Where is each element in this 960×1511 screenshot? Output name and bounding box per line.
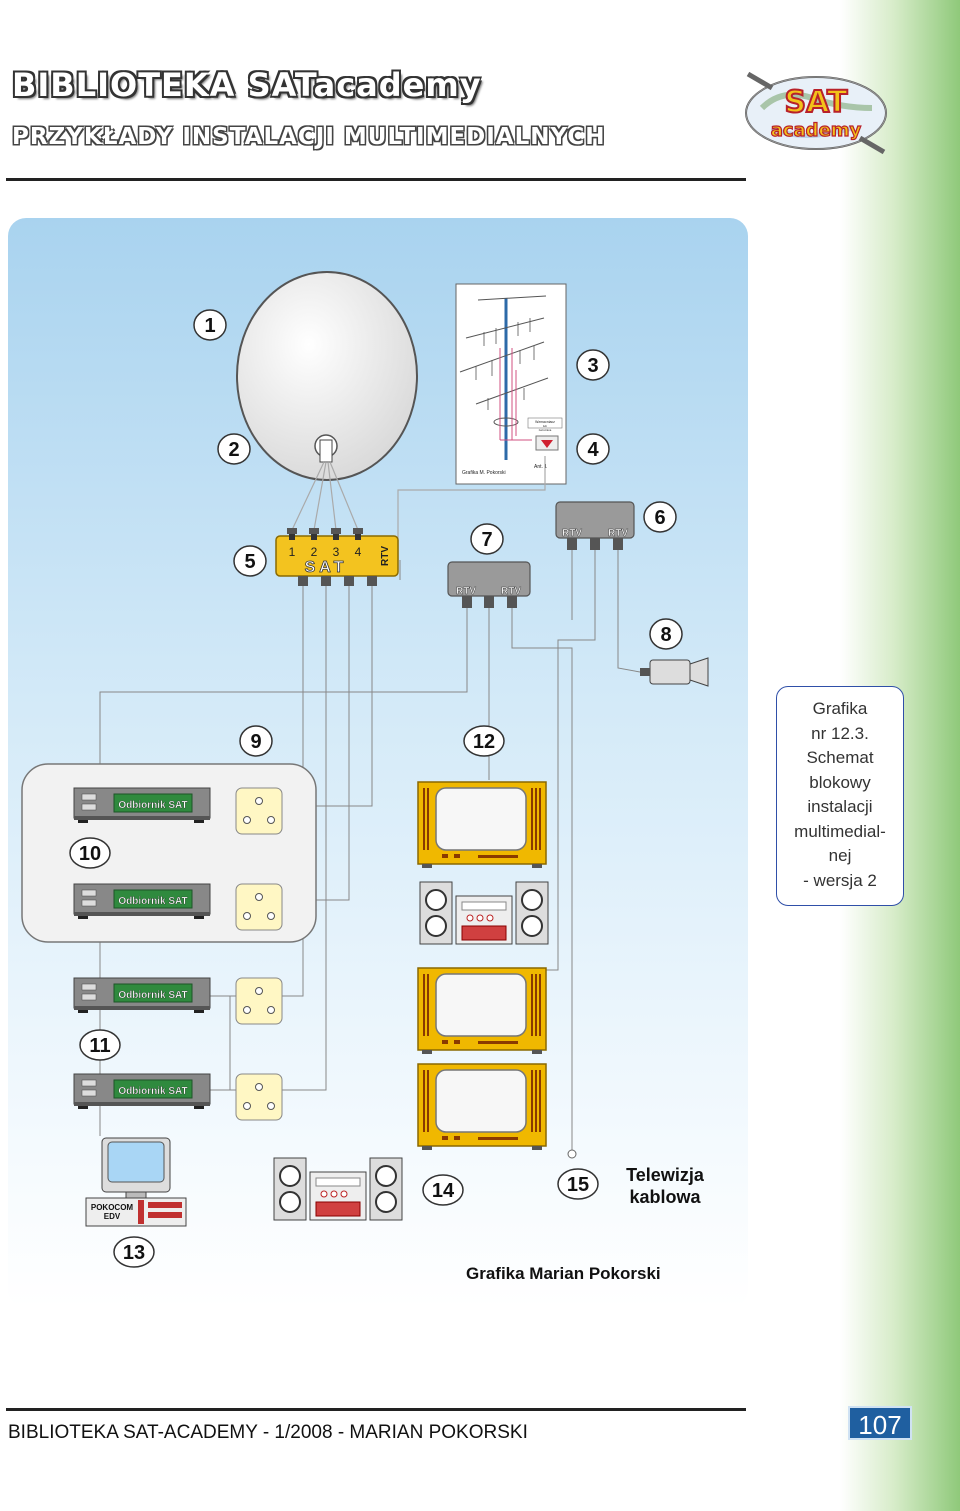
satellite-dish [236, 271, 418, 481]
antenna-credit: Grafika M. Pokorski [462, 470, 506, 476]
antenna-amp-line1: Wzmacniacz [535, 420, 555, 424]
multiswitch-input-2: 2 [311, 545, 318, 559]
lnb [319, 439, 333, 463]
page-subtitle: PRZYKŁADY INSTALACJI MULTIMEDIALNYCH [12, 124, 606, 150]
terrestrial-antenna-panel [455, 283, 567, 485]
caption-line: blokowy [809, 772, 871, 792]
multiswitch-brand: SAT [305, 559, 348, 576]
multiswitch-input-1: 1 [289, 545, 296, 559]
splitter-7-label-b: RTV [501, 586, 521, 597]
cable-tv-label: Telewizja kablowa [616, 1164, 714, 1208]
pc-label-2: EDV [104, 1212, 121, 1221]
marker-15: 15 [567, 1174, 589, 1196]
cable-tv-label-line2: kablowa [629, 1187, 701, 1207]
antenna-ref: Ant. 1 [534, 464, 547, 470]
receiver-2-label: Odbiornik SAT [118, 896, 187, 907]
cable-tv-input [567, 1149, 577, 1159]
marker-8: 8 [660, 624, 671, 646]
receiver-4-label: Odbiornik SAT [118, 1086, 187, 1097]
receiver-1-label: Odbiornik SAT [118, 800, 187, 811]
multiswitch-input-3: 3 [333, 545, 340, 559]
splitter-7-label-a: RTV [456, 586, 476, 597]
splitter-6-label-b: RTV [608, 528, 628, 539]
marker-13: 13 [123, 1242, 145, 1264]
multiswitch-rtv: RTV [380, 546, 391, 566]
footer-text: BIBLIOTEKA SAT-ACADEMY - 1/2008 - MARIAN… [8, 1422, 528, 1443]
marker-4: 4 [587, 439, 599, 461]
caption-line: nej [828, 846, 852, 865]
marker-6: 6 [654, 507, 665, 529]
caption-line: - wersja 2 [803, 870, 877, 890]
marker-14: 14 [432, 1180, 455, 1202]
receiver-3-label: Odbiornik SAT [118, 990, 187, 1001]
caption-line: nr 12.3. [811, 723, 869, 743]
marker-5: 5 [244, 551, 255, 573]
security-camera [649, 659, 691, 685]
caption-line: multimedial- [794, 821, 886, 841]
splitter-6-label-a: RTV [562, 528, 582, 539]
marker-12: 12 [473, 731, 495, 753]
caption-line: Schemat [806, 748, 874, 767]
multiswitch-input-4: 4 [355, 545, 362, 559]
graphic-credit: Grafika Marian Pokorski [466, 1264, 661, 1283]
antenna-amp-line2: lub [543, 424, 547, 428]
footer-rule [6, 1408, 746, 1411]
marker-2: 2 [228, 439, 239, 461]
marker-group: 1 2 3 4 5 6 7 8 9 10 11 12 13 14 15 [69, 309, 683, 1268]
logo-sat-text: SAT [785, 85, 848, 120]
logo-academy-text: academy [771, 120, 862, 141]
cable-tv-label-line1: Telewizja [626, 1165, 704, 1185]
marker-3: 3 [587, 355, 598, 377]
marker-10: 10 [79, 843, 101, 865]
pc-label-1: POKOCOM [91, 1203, 134, 1212]
figure-caption: Grafika nr 12.3. Schemat blokowy instala… [776, 686, 904, 906]
marker-7: 7 [481, 529, 492, 551]
page-number: 107 [848, 1406, 912, 1440]
marker-1: 1 [204, 315, 215, 337]
page-title: BIBLIOTEKA SATacademy [12, 66, 482, 104]
header-rule [6, 178, 746, 181]
caption-line: instalacji [807, 797, 873, 816]
diagram-background [8, 218, 748, 1308]
marker-11: 11 [89, 1035, 110, 1057]
installation-diagram: Wzmacniacz lub zwrotnica Ant. 1 Grafika … [8, 218, 748, 1308]
antenna-amp-line3: zwrotnica [539, 428, 552, 432]
marker-9: 9 [250, 731, 261, 753]
sat-academy-logo: SAT academy [745, 71, 887, 155]
caption-line: Grafika [812, 699, 868, 718]
